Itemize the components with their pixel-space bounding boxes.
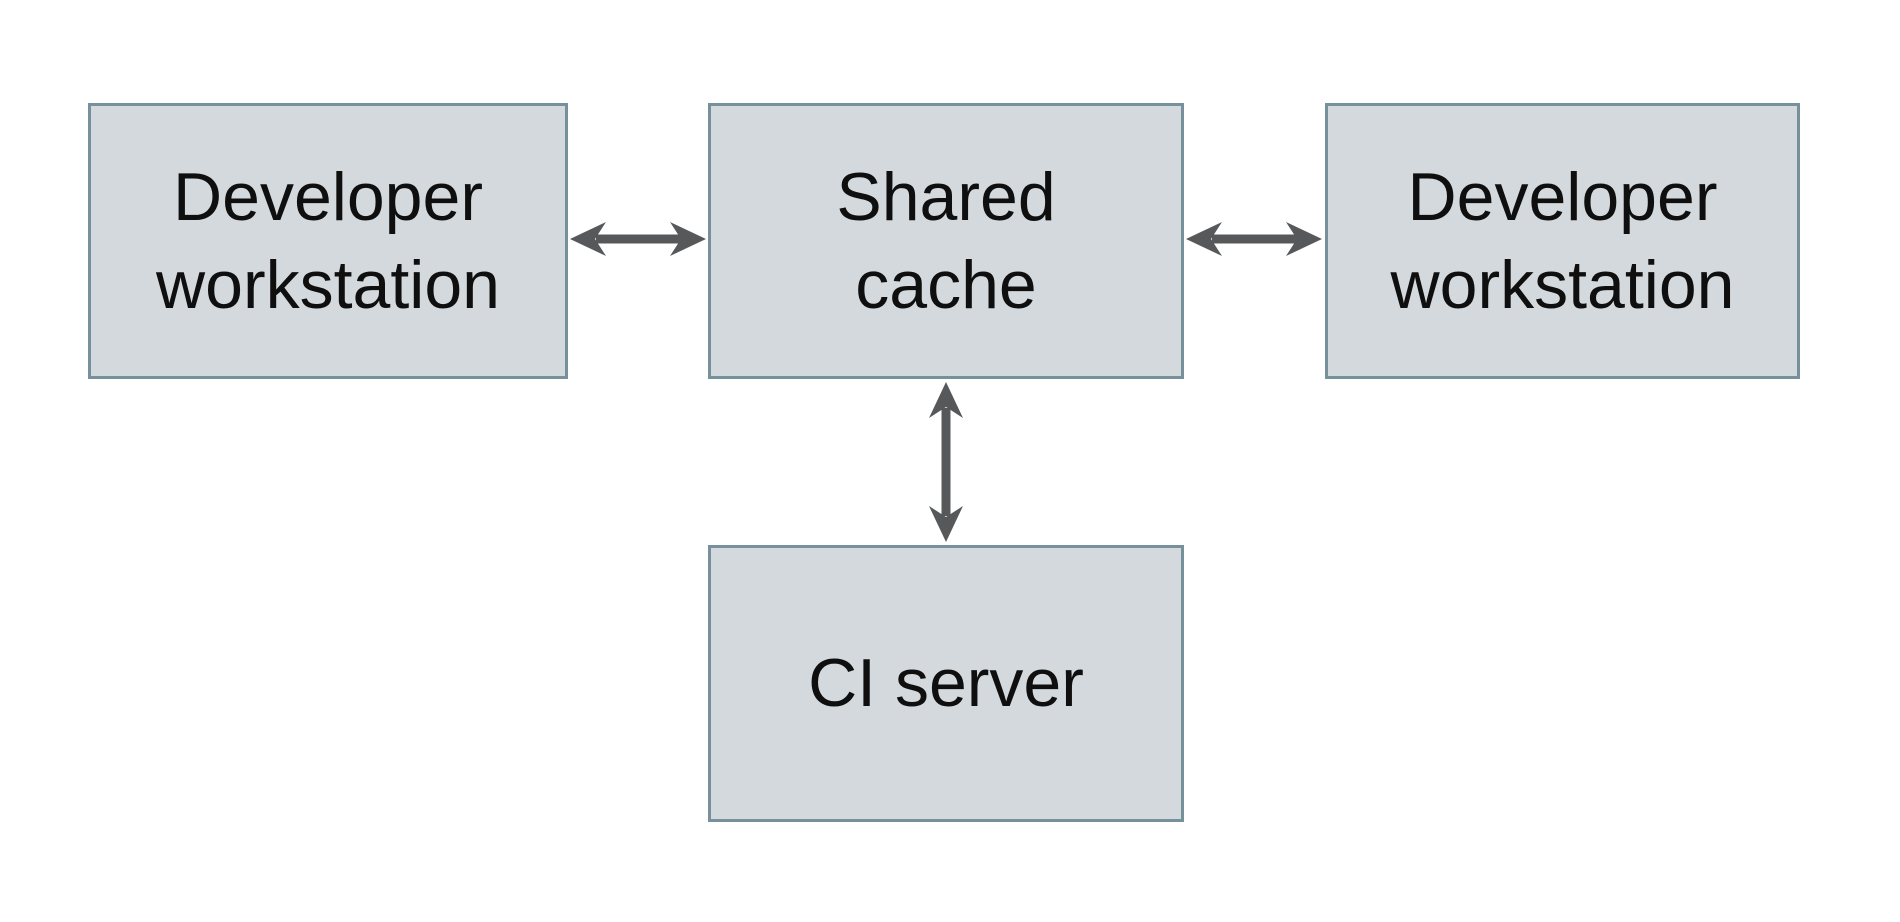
node-ci-server-label: CI server bbox=[808, 645, 1084, 722]
node-developer-workstation-left: Developer workstation bbox=[88, 103, 568, 379]
node-ci-server: CI server bbox=[708, 545, 1184, 822]
node-shared-cache: Shared cache bbox=[708, 103, 1184, 379]
node-shared-cache-label: Shared cache bbox=[836, 158, 1056, 323]
node-developer-workstation-right-label: Developer workstation bbox=[1390, 158, 1735, 323]
node-developer-workstation-left-label: Developer workstation bbox=[156, 158, 500, 323]
edge-left-workstation-shared-cache bbox=[570, 222, 706, 256]
node-developer-workstation-right: Developer workstation bbox=[1325, 103, 1800, 379]
edge-shared-cache-ci-server bbox=[929, 382, 963, 542]
edge-shared-cache-right-workstation bbox=[1186, 222, 1322, 256]
